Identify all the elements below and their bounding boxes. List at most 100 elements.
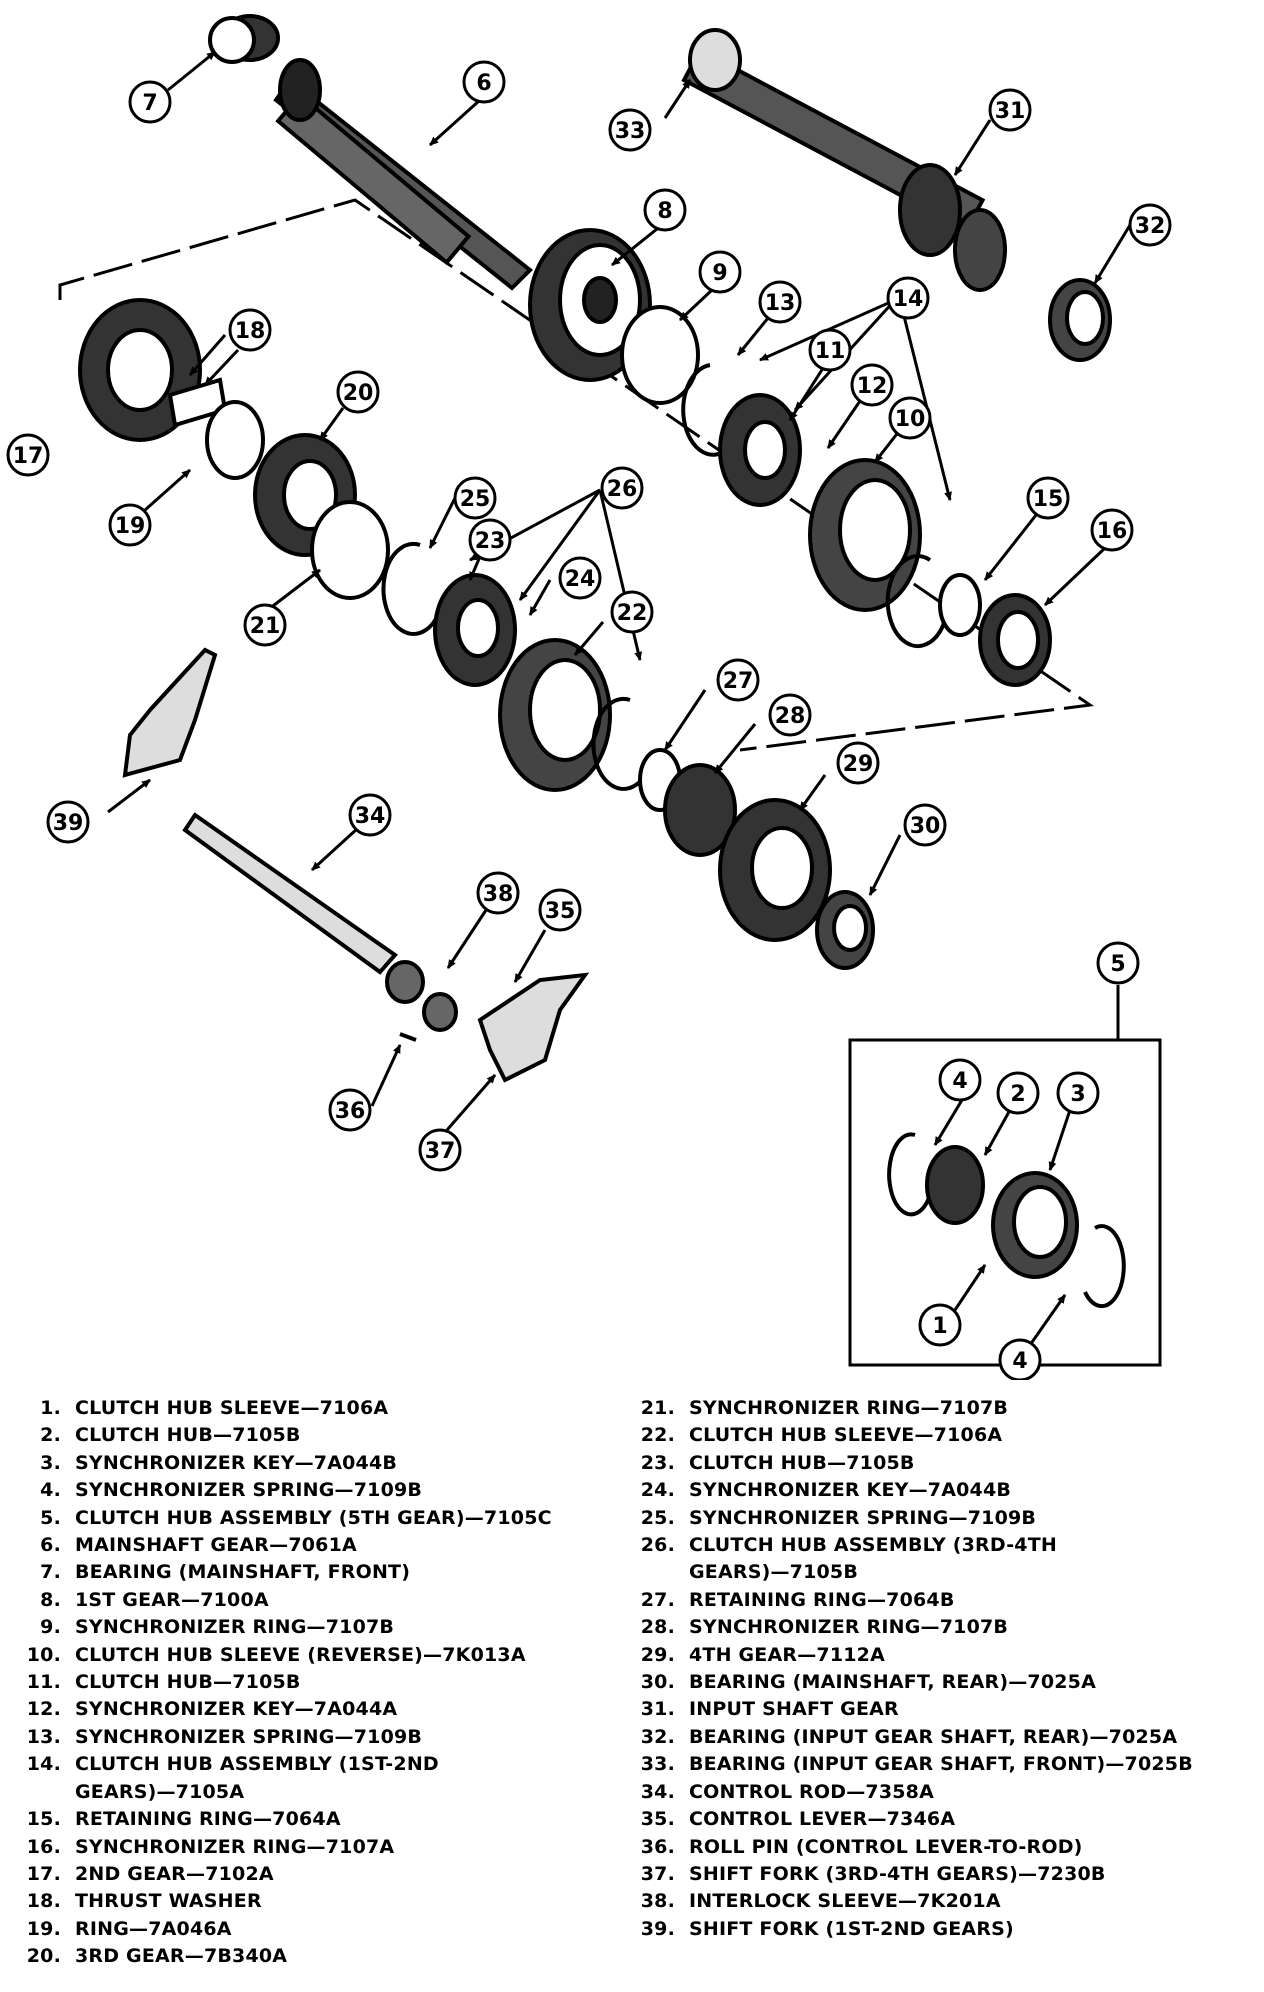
callout-21: 21 (243, 603, 287, 647)
legend-text: CLUTCH HUB—7105B (689, 1451, 915, 1474)
callout-4a: 4 (938, 1058, 982, 1102)
inset-clutch-hub (925, 1145, 985, 1225)
legend-number: 20. (26, 1945, 61, 1968)
callout-number: 2 (1010, 1082, 1025, 1107)
legend-item: 36.ROLL PIN (CONTROL LEVER-TO-ROD) (632, 1834, 1264, 1861)
legend-number: 2. (40, 1424, 61, 1447)
fourth-gear (718, 798, 832, 942)
legend-item: 29.4TH GEAR—7112A (632, 1642, 1264, 1669)
legend-item: 13.SYNCHRONIZER SPRING—7109B (18, 1724, 618, 1751)
synchronizer-ring-21 (310, 500, 390, 600)
legend-item: 14.CLUTCH HUB ASSEMBLY (1ST-2ND (18, 1751, 618, 1778)
control-rod (182, 812, 398, 975)
legend-text: BEARING (MAINSHAFT, FRONT) (75, 1561, 411, 1584)
legend-item: 39.SHIFT FORK (1ST-2ND GEARS) (632, 1916, 1264, 1943)
callout-6: 6 (462, 60, 506, 104)
first-gear (528, 228, 652, 382)
callout-number: 10 (895, 407, 926, 432)
callout-22: 22 (610, 590, 654, 634)
callout-37: 37 (418, 1128, 462, 1172)
callout-19: 19 (108, 503, 152, 547)
callout-number: 24 (565, 567, 596, 592)
legend-item: 18.THRUST WASHER (18, 1888, 618, 1915)
legend-text: MAINSHAFT GEAR—7061A (75, 1534, 357, 1557)
callout-number: 23 (475, 529, 506, 554)
input-shaft (681, 28, 1007, 292)
legend-item: 16.SYNCHRONIZER RING—7107A (18, 1834, 618, 1861)
callout-number: 30 (910, 814, 941, 839)
callout-number: 16 (1097, 519, 1128, 544)
callout-number: 3 (1070, 1082, 1085, 1107)
mainshaft (273, 58, 534, 291)
callout-number: 37 (425, 1139, 456, 1164)
callout-number: 29 (843, 752, 874, 777)
legend-text: CLUTCH HUB ASSEMBLY (5TH GEAR)—7105C (75, 1506, 552, 1529)
legend-text: SYNCHRONIZER SPRING—7109B (75, 1479, 423, 1502)
legend-text: 2ND GEAR—7102A (75, 1862, 274, 1885)
callout-number: 17 (13, 444, 44, 469)
callout-number: 31 (995, 99, 1026, 124)
legend-text: GEARS)—7105B (689, 1561, 859, 1584)
callout-number: 12 (857, 374, 888, 399)
synchronizer-ring-28 (663, 763, 737, 857)
legend-item: 24.SYNCHRONIZER KEY—7A044B (632, 1477, 1264, 1504)
legend-item: 26.CLUTCH HUB ASSEMBLY (3RD-4TH (632, 1532, 1264, 1559)
control-lever (422, 992, 458, 1032)
legend-item: 33.BEARING (INPUT GEAR SHAFT, FRONT)—702… (632, 1751, 1264, 1778)
callout-5: 5 (1096, 941, 1140, 985)
legend-text: CONTROL LEVER—7346A (689, 1808, 956, 1831)
spring-14 (885, 554, 947, 649)
legend-item: 8.1ST GEAR—7100A (18, 1587, 618, 1614)
callout-11: 11 (808, 328, 852, 372)
legend-text: RETAINING RING—7064A (75, 1808, 341, 1831)
legend-number: 28. (640, 1616, 675, 1639)
clutch-hub-sleeve-22 (498, 638, 612, 792)
callout-25: 25 (453, 476, 497, 520)
legend-text: CLUTCH HUB ASSEMBLY (3RD-4TH (689, 1534, 1057, 1557)
callout-number: 4 (952, 1069, 967, 1094)
reverse-sleeve (808, 458, 922, 612)
callout-number: 6 (476, 71, 491, 96)
legend-number: 31. (640, 1698, 675, 1721)
legend-text: CLUTCH HUB SLEEVE (REVERSE)—7K013A (75, 1643, 526, 1666)
legend-number: 10. (26, 1643, 61, 1666)
callout-number: 8 (657, 199, 672, 224)
callout-number: 4 (1012, 1349, 1027, 1374)
legend-text: SYNCHRONIZER KEY—7A044B (75, 1451, 398, 1474)
inset-spring-4a (887, 1132, 932, 1217)
legend-number: 11. (26, 1671, 61, 1694)
legend-number: 4. (40, 1479, 61, 1502)
legend-item: 3.SYNCHRONIZER KEY—7A044B (18, 1450, 618, 1477)
callout-number: 14 (893, 287, 924, 312)
legend-item: 37.SHIFT FORK (3RD-4TH GEARS)—7230B (632, 1861, 1264, 1888)
legend-text: 3RD GEAR—7B340A (75, 1945, 288, 1968)
legend-item: 22.CLUTCH HUB SLEEVE—7106A (632, 1422, 1264, 1449)
legend-text: BEARING (INPUT GEAR SHAFT, FRONT)—7025B (689, 1753, 1193, 1776)
legend-number: 19. (26, 1917, 61, 1940)
legend-item: 35.CONTROL LEVER—7346A (632, 1806, 1264, 1833)
callout-9: 9 (698, 250, 742, 294)
spring-26 (591, 696, 652, 791)
legend-item: 1.CLUTCH HUB SLEEVE—7106A (18, 1395, 618, 1422)
callout-34: 34 (348, 793, 392, 837)
legend-number: 24. (640, 1479, 675, 1502)
ring-19 (205, 400, 265, 480)
callout-33: 33 (608, 108, 652, 152)
legend-number: 29. (640, 1643, 675, 1666)
legend-text: CLUTCH HUB SLEEVE—7106A (689, 1424, 1003, 1447)
callout-8: 8 (643, 188, 687, 232)
callout-number: 32 (1135, 214, 1166, 239)
legend-item: 27.RETAINING RING—7064B (632, 1587, 1264, 1614)
assembly-boundary (58, 198, 1095, 752)
callout-31: 31 (988, 88, 1032, 132)
callout-35: 35 (538, 888, 582, 932)
legend-item: 38.INTERLOCK SLEEVE—7K201A (632, 1888, 1264, 1915)
legend-number: 9. (40, 1616, 61, 1639)
legend-item: 25.SYNCHRONIZER SPRING—7109B (632, 1505, 1264, 1532)
callout-29: 29 (836, 741, 880, 785)
legend-item: 28.SYNCHRONIZER RING—7107B (632, 1614, 1264, 1641)
legend-number: 27. (640, 1588, 675, 1611)
legend-text: BEARING (MAINSHAFT, REAR)—7025A (689, 1671, 1097, 1694)
